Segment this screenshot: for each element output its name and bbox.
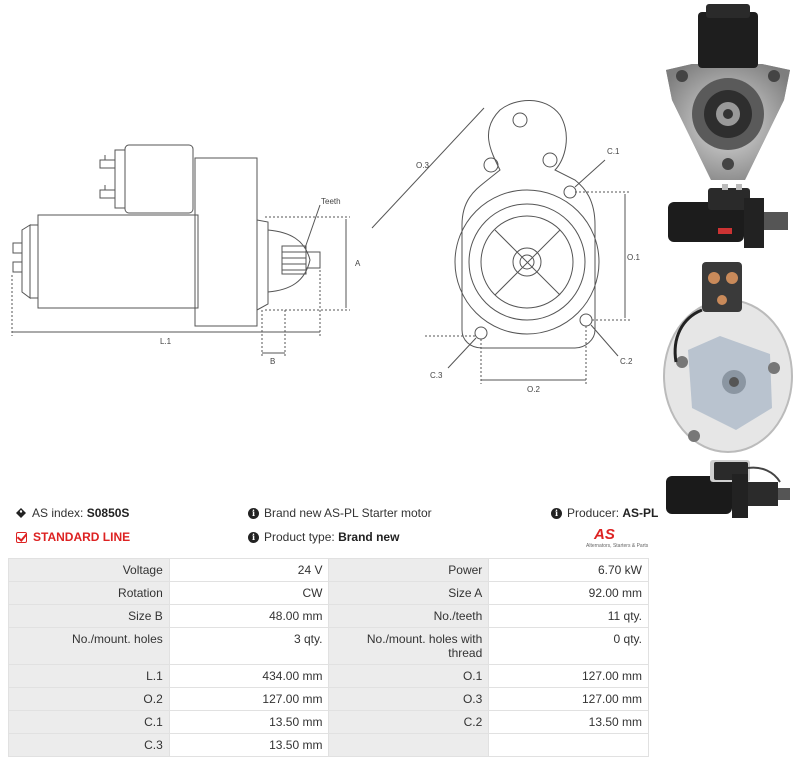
label-a: A <box>355 259 361 268</box>
spec-label: O.1 <box>328 664 490 688</box>
spec-value: 92.00 mm <box>488 581 649 605</box>
product-type-value: Brand new <box>338 530 400 544</box>
photo-front-view <box>662 4 794 180</box>
spec-value: 13.50 mm <box>488 710 649 734</box>
spec-value: 0 qty. <box>488 627 649 665</box>
spec-value: 127.00 mm <box>488 664 649 688</box>
spec-label: L.1 <box>8 664 170 688</box>
table-row: O.2 127.00 mm O.3 127.00 mm <box>8 687 649 711</box>
spec-label: O.2 <box>8 687 170 711</box>
specs-table: Voltage 24 V Power 6.70 kW Rotation CW S… <box>8 558 649 757</box>
product-type: i Product type: Brand new <box>248 530 399 544</box>
logo-tagline: Alternators, Starters & Parts <box>586 543 649 549</box>
table-row: No./mount. holes 3 qty. No./mount. holes… <box>8 627 649 665</box>
spec-label: O.3 <box>328 687 490 711</box>
check-icon <box>16 531 27 543</box>
label-c2: C.2 <box>620 357 633 366</box>
spec-label: Size A <box>328 581 490 605</box>
product-type-label: Product type: <box>264 530 335 544</box>
spec-value: 48.00 mm <box>168 604 330 628</box>
label-teeth: Teeth <box>321 197 341 206</box>
spec-value: 13.50 mm <box>168 710 330 734</box>
drive-housing <box>194 157 258 327</box>
spec-value: 13.50 mm <box>168 733 330 757</box>
as-pl-logo: AS Alternators, Starters & Parts <box>586 526 650 554</box>
spec-label: No./teeth <box>328 604 490 628</box>
producer-label: Producer: <box>567 506 620 520</box>
spec-label <box>328 733 490 757</box>
info-icon: i <box>248 531 259 543</box>
spec-value: 434.00 mm <box>168 664 330 688</box>
photo-side-black-2 <box>662 456 794 526</box>
label-o3: O.3 <box>416 161 429 170</box>
table-row: C.3 13.50 mm <box>8 733 649 757</box>
standard-line-text: STANDARD LINE <box>33 530 131 544</box>
spec-label: C.2 <box>328 710 490 734</box>
producer-value: AS-PL <box>622 506 659 520</box>
spec-value: 11 qty. <box>488 604 649 628</box>
spec-label: C.1 <box>8 710 170 734</box>
info-icon: i <box>551 507 562 519</box>
spec-value: 6.70 kW <box>488 558 649 582</box>
info-icon: i <box>248 507 259 519</box>
label-c1: C.1 <box>607 147 620 156</box>
hole-c1 <box>563 185 577 199</box>
spec-value: 127.00 mm <box>488 687 649 711</box>
motor-body <box>37 214 199 309</box>
table-row: C.1 13.50 mm C.2 13.50 mm <box>8 710 649 734</box>
as-index-label: AS index: <box>32 506 84 520</box>
spec-label: Voltage <box>8 558 170 582</box>
flange-outline <box>461 100 596 349</box>
label-c3: C.3 <box>430 371 443 380</box>
spec-label: No./mount. holes <box>8 627 170 665</box>
spec-value: CW <box>168 581 330 605</box>
photo-silver-rear <box>662 258 794 454</box>
as-index-value: S0850S <box>86 506 130 520</box>
spec-value: 3 qty. <box>168 627 330 665</box>
table-row: L.1 434.00 mm O.1 127.00 mm <box>8 664 649 688</box>
tag-icon <box>16 508 26 518</box>
standard-line-badge: STANDARD LINE <box>16 530 130 544</box>
spec-label: Rotation <box>8 581 170 605</box>
hole-c3 <box>474 326 488 340</box>
logo-mark: AS <box>594 526 615 543</box>
label-o2: O.2 <box>527 385 540 394</box>
description-text: Brand new AS-PL Starter motor <box>264 506 432 520</box>
table-row: Rotation CW Size A 92.00 mm <box>8 581 649 605</box>
spec-value: 24 V <box>168 558 330 582</box>
hole-c2 <box>579 313 593 327</box>
spec-value <box>488 733 649 757</box>
solenoid <box>124 144 194 214</box>
front-face-outer <box>454 189 600 335</box>
spec-label: No./mount. holes with thread <box>328 627 490 665</box>
spec-label: Power <box>328 558 490 582</box>
label-b: B <box>270 357 275 366</box>
as-index: AS index: S0850S <box>16 506 129 520</box>
table-row: Size B 48.00 mm No./teeth 11 qty. <box>8 604 649 628</box>
description: i Brand new AS-PL Starter motor <box>248 506 432 520</box>
producer: i Producer: AS-PL <box>551 506 658 520</box>
spec-label: C.3 <box>8 733 170 757</box>
spec-label: Size B <box>8 604 170 628</box>
technical-drawing: Teeth A B L.1 O.3 C.1 O.1 C.2 C.3 O.2 <box>11 100 640 394</box>
spec-value: 127.00 mm <box>168 687 330 711</box>
table-row: Voltage 24 V Power 6.70 kW <box>8 558 649 582</box>
label-l1: L.1 <box>160 337 172 346</box>
label-o1: O.1 <box>627 253 640 262</box>
photo-side-black <box>662 182 794 254</box>
